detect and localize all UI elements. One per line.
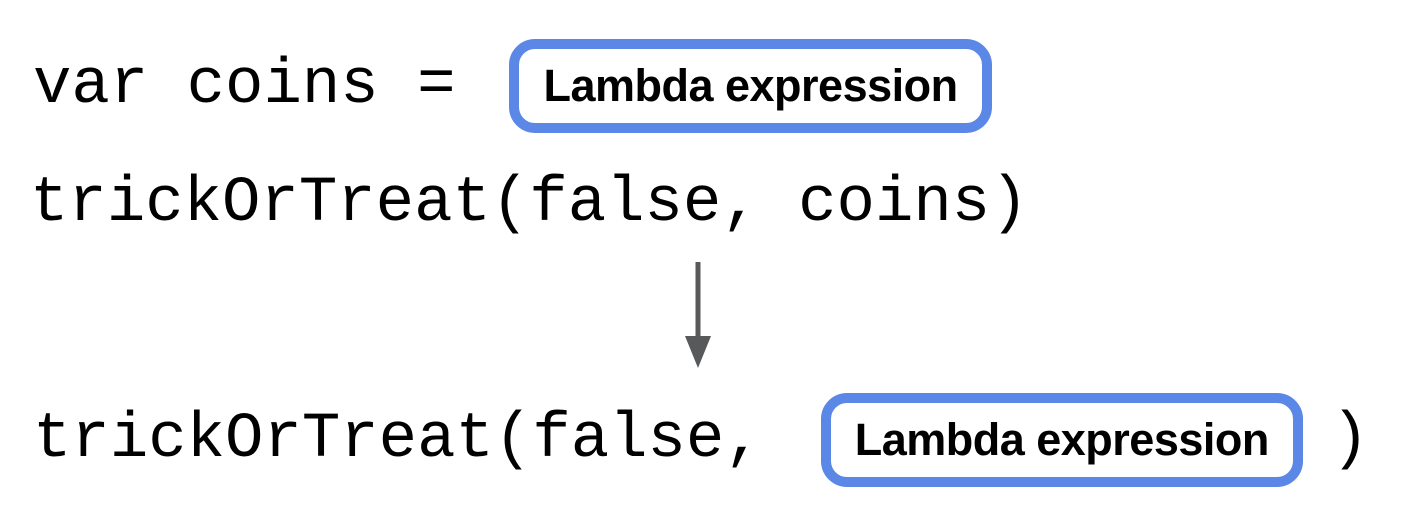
code-call-with-coins: trickOrTreat(false, coins) (30, 168, 1029, 240)
call-before-line: trickOrTreat(false, coins) (30, 172, 1029, 236)
code-call-prefix: trickOrTreat(false, (33, 404, 763, 476)
lambda-expression-box-call: Lambda expression (820, 393, 1303, 487)
code-closing-paren: ) (1330, 404, 1370, 476)
down-arrow-icon (678, 258, 718, 370)
down-arrow-head (685, 336, 711, 368)
down-arrow-stem (695, 262, 701, 338)
lambda-expression-box-assignment: Lambda expression (509, 39, 992, 133)
assignment-line: var coins = Lambda expression (33, 39, 992, 133)
call-after-line: trickOrTreat(false, Lambda expression ) (33, 392, 1369, 488)
lambda-expression-label: Lambda expression (543, 60, 958, 111)
code-var-declaration: var coins = (33, 50, 456, 122)
lambda-expression-label: Lambda expression (854, 414, 1270, 465)
